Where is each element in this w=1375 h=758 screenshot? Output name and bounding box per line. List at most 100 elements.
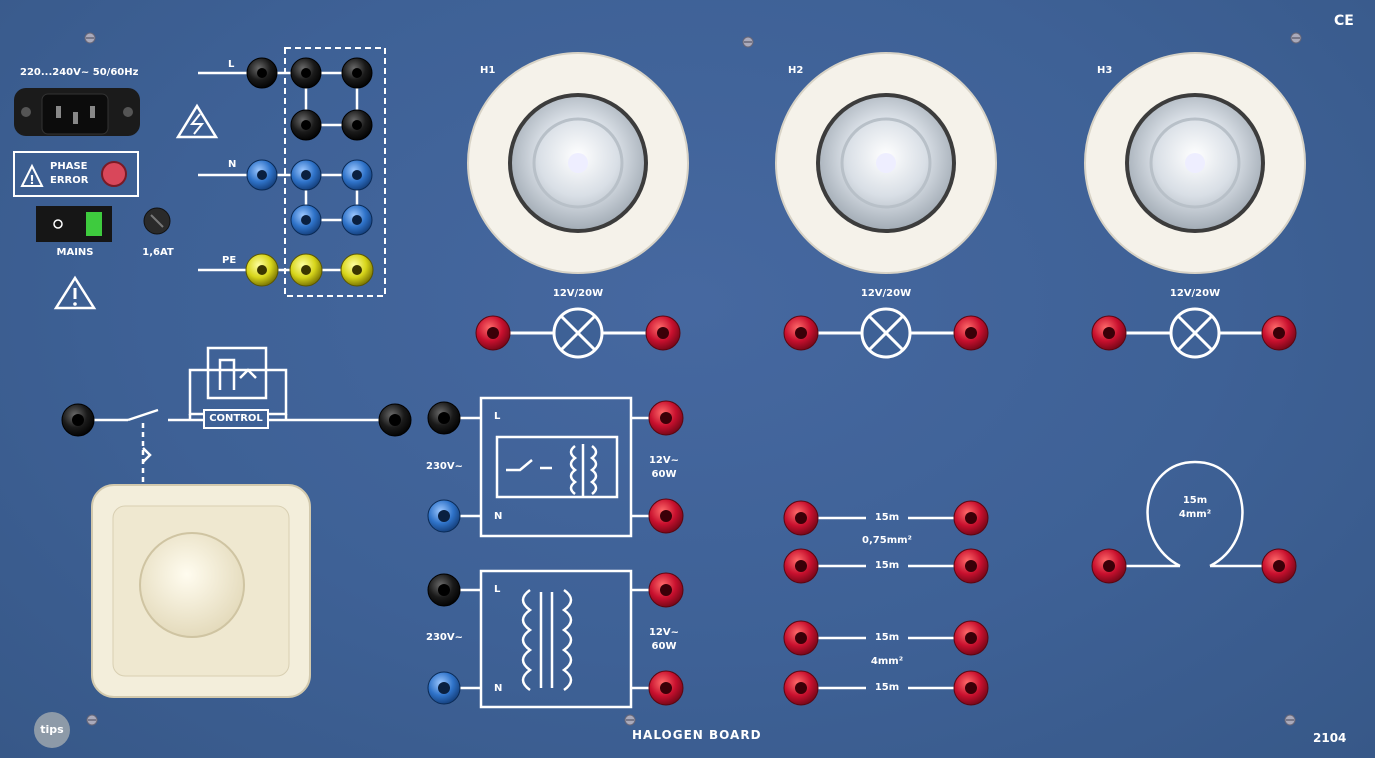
- screw: [742, 36, 754, 48]
- svg-text:!: !: [29, 173, 34, 187]
- coil-section-label: 4mm²: [1178, 509, 1212, 520]
- phase-error-lamp: [101, 161, 127, 187]
- halogen-lamp-h2: [775, 52, 997, 274]
- toroidal-transformer: [460, 569, 650, 709]
- cable-length-label: 15m: [874, 512, 900, 523]
- socket-red[interactable]: [783, 670, 819, 706]
- lamp-rating-label: 12V/20W: [1169, 288, 1221, 299]
- phase-error-label: ERROR: [50, 175, 89, 186]
- transformer-power-label: 60W: [651, 469, 677, 480]
- halogen-lamp-h3: [1084, 52, 1306, 274]
- transformer-input-label: 230V~: [426, 461, 463, 472]
- socket-red[interactable]: [953, 670, 989, 706]
- screw: [1284, 714, 1296, 726]
- transformer-input-label: 230V~: [426, 632, 463, 643]
- socket-black[interactable]: [427, 401, 461, 435]
- electronic-transformer: [460, 396, 650, 538]
- transformer-output-label: 12V~: [648, 627, 680, 638]
- lamp-symbol: [552, 307, 604, 359]
- socket-red[interactable]: [953, 500, 989, 536]
- control-box: [203, 409, 269, 429]
- terminal-l-label: L: [228, 59, 235, 70]
- socket-red[interactable]: [783, 315, 819, 351]
- lamp-id-label: H1: [480, 65, 496, 76]
- socket-red[interactable]: [475, 315, 511, 351]
- transformer-n-label: N: [494, 511, 503, 522]
- socket-red[interactable]: [783, 620, 819, 656]
- socket-pe[interactable]: [289, 253, 323, 287]
- model-number: 2104: [1313, 731, 1347, 745]
- fuse-label: 1,6AT: [142, 247, 174, 258]
- dimmer-knob[interactable]: [91, 484, 311, 698]
- socket-red[interactable]: [648, 572, 684, 608]
- cable-section-label: 0,75mm²: [862, 535, 912, 546]
- socket-l[interactable]: [341, 109, 373, 141]
- halogen-lamp-h1: [467, 52, 689, 274]
- warning-icon: [20, 163, 44, 187]
- cable-length-label: 15m: [874, 560, 900, 571]
- socket-n[interactable]: [290, 204, 322, 236]
- brand-name: tips: [40, 723, 64, 736]
- socket-black[interactable]: [61, 403, 95, 437]
- socket-blue[interactable]: [427, 499, 461, 533]
- socket-red[interactable]: [1091, 315, 1127, 351]
- socket-l[interactable]: [290, 109, 322, 141]
- screw: [84, 32, 96, 44]
- socket-red[interactable]: [1261, 315, 1297, 351]
- socket-red[interactable]: [953, 548, 989, 584]
- transformer-l-label: L: [494, 584, 501, 595]
- phase-error-indicator: !: [13, 151, 139, 197]
- cable-section-label: 4mm²: [870, 656, 904, 667]
- ce-mark: CE: [1334, 13, 1354, 29]
- socket-red[interactable]: [648, 400, 684, 436]
- transformer-l-label: L: [494, 411, 501, 422]
- socket-red[interactable]: [645, 315, 681, 351]
- socket-n[interactable]: [341, 204, 373, 236]
- phase-error-label: PHASE: [50, 161, 88, 172]
- lamp-id-label: H2: [788, 65, 804, 76]
- socket-n[interactable]: [341, 159, 373, 191]
- socket-red[interactable]: [953, 315, 989, 351]
- socket-l[interactable]: [290, 57, 322, 89]
- socket-black[interactable]: [427, 573, 461, 607]
- transformer-power-label: 60W: [651, 641, 677, 652]
- socket-red[interactable]: [1091, 548, 1127, 584]
- power-inlet-icon[interactable]: [14, 88, 140, 136]
- socket-l[interactable]: [246, 57, 278, 89]
- lamp-id-label: H3: [1097, 65, 1113, 76]
- cable-length-label: 15m: [874, 682, 900, 693]
- socket-pe[interactable]: [340, 253, 374, 287]
- socket-n[interactable]: [246, 159, 278, 191]
- socket-pe[interactable]: [245, 253, 279, 287]
- coil-length-label: 15m: [1182, 495, 1208, 506]
- transformer-output-label: 12V~: [648, 455, 680, 466]
- socket-red[interactable]: [648, 670, 684, 706]
- board-title: HALOGEN BOARD: [632, 728, 762, 742]
- socket-red[interactable]: [783, 548, 819, 584]
- lamp-rating-label: 12V/20W: [860, 288, 912, 299]
- socket-n[interactable]: [290, 159, 322, 191]
- socket-red[interactable]: [953, 620, 989, 656]
- mains-switch-icon[interactable]: [36, 206, 112, 242]
- transformer-n-label: N: [494, 683, 503, 694]
- terminal-n-label: N: [228, 159, 237, 170]
- lamp-symbol: [860, 307, 912, 359]
- socket-red[interactable]: [783, 500, 819, 536]
- lamp-symbol: [1169, 307, 1221, 359]
- fuse-holder-icon[interactable]: [143, 207, 171, 235]
- socket-l[interactable]: [341, 57, 373, 89]
- screw: [624, 714, 636, 726]
- terminal-pe-label: PE: [222, 255, 237, 266]
- cable-length-label: 15m: [874, 632, 900, 643]
- lamp-rating-label: 12V/20W: [552, 288, 604, 299]
- socket-red[interactable]: [648, 498, 684, 534]
- screw: [1290, 32, 1302, 44]
- mains-voltage-label: 220...240V~ 50/60Hz: [20, 67, 139, 78]
- brand-logo: [34, 712, 70, 748]
- socket-blue[interactable]: [427, 671, 461, 705]
- distribution-frame: [284, 47, 386, 297]
- socket-red[interactable]: [1261, 548, 1297, 584]
- socket-black[interactable]: [378, 403, 412, 437]
